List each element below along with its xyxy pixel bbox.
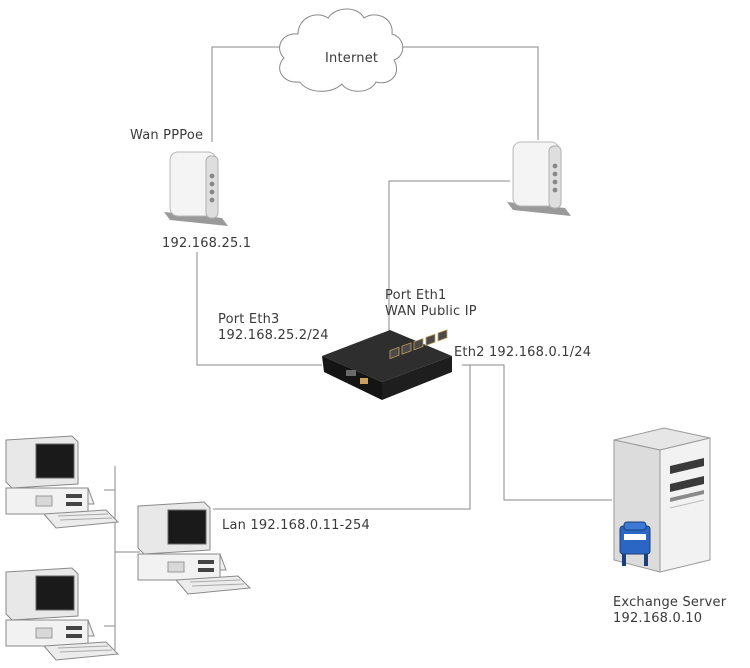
workstation-top-icon — [5, 435, 120, 529]
link-wan-router-to-eth3 — [196, 252, 322, 366]
eth2-label: Eth2 192.168.0.1/24 — [454, 345, 592, 360]
exchange-server-label: Exchange Server 192.168.0.10 — [613, 595, 726, 627]
lan-label: Lan 192.168.0.11-254 — [222, 518, 370, 533]
link-modem-right-to-eth1 — [388, 180, 510, 336]
link-cloud-to-wan-router — [211, 46, 280, 142]
internet-cloud-icon — [279, 8, 404, 92]
isp-modem-icon — [507, 141, 571, 216]
link-cloud-to-modem-right — [395, 46, 539, 140]
eth3-port-text: Port Eth3 — [218, 312, 280, 327]
internet-label: Internet — [325, 51, 379, 66]
wan-router-ip-label: 192.168.25.1 — [162, 236, 252, 251]
eth1-wan-text: WAN Public IP — [385, 304, 477, 319]
exchange-server-icon — [613, 427, 711, 573]
wan-modem-icon — [164, 151, 228, 226]
eth3-label: Port Eth3 192.168.25.2/24 — [218, 312, 329, 344]
wan-router-name-label: Wan PPPoe — [130, 128, 204, 143]
link-eth2-to-lan — [213, 364, 471, 510]
workstation-middle-icon — [137, 501, 252, 595]
exchange-server-name: Exchange Server — [613, 595, 727, 610]
eth3-ip-text: 192.168.25.2/24 — [218, 328, 329, 343]
exchange-server-ip: 192.168.0.10 — [613, 611, 703, 626]
eth1-port-text: Port Eth1 — [385, 288, 447, 303]
link-eth2-to-server — [470, 364, 612, 501]
workstation-bottom-icon — [5, 567, 120, 661]
main-router-icon — [322, 329, 452, 400]
eth1-label: Port Eth1 WAN Public IP — [385, 288, 477, 320]
